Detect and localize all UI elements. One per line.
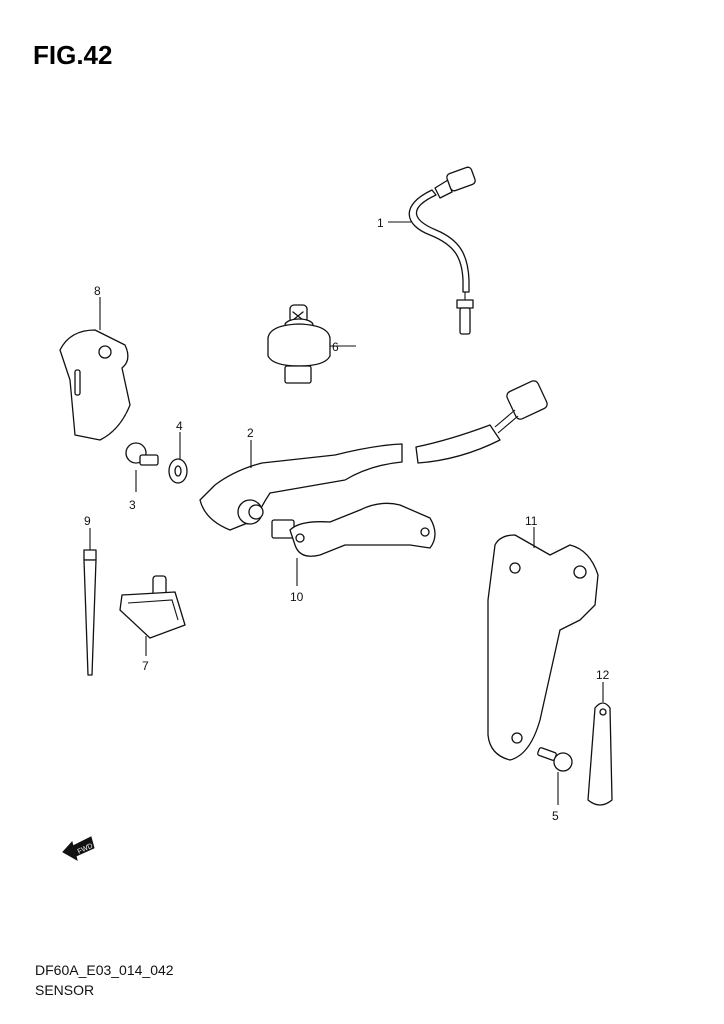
part-7-clip <box>119 575 186 656</box>
callout-11: 11 <box>525 514 538 528</box>
callout-3: 3 <box>129 498 136 512</box>
part-6-pressure-switch <box>267 304 356 384</box>
part-1-temp-sensor <box>388 166 476 335</box>
figure-title: FIG.42 <box>33 40 113 70</box>
diagram-name: SENSOR <box>35 982 95 998</box>
callout-5: 5 <box>552 809 559 823</box>
fwd-arrow-icon: FWD <box>62 836 95 862</box>
callout-12: 12 <box>596 668 610 682</box>
part-9-cable-tie <box>83 528 97 676</box>
part-11-bracket <box>487 527 599 761</box>
callout-9: 9 <box>84 514 91 528</box>
callout-8: 8 <box>94 284 101 298</box>
callout-7: 7 <box>142 659 149 673</box>
callout-4: 4 <box>176 419 183 433</box>
part-12-strap <box>587 682 613 806</box>
part-2-crank-sensor <box>199 380 548 531</box>
callout-6: 6 <box>332 340 339 354</box>
part-10-arm <box>271 502 436 586</box>
diagram-code: DF60A_E03_014_042 <box>35 962 174 978</box>
part-5-bolt <box>537 747 573 805</box>
part-4-washer <box>168 432 188 484</box>
callout-2: 2 <box>247 426 254 440</box>
part-8-holder <box>59 297 131 441</box>
callout-1: 1 <box>377 216 384 230</box>
callout-10: 10 <box>290 590 304 604</box>
part-3-bolt <box>125 442 159 492</box>
